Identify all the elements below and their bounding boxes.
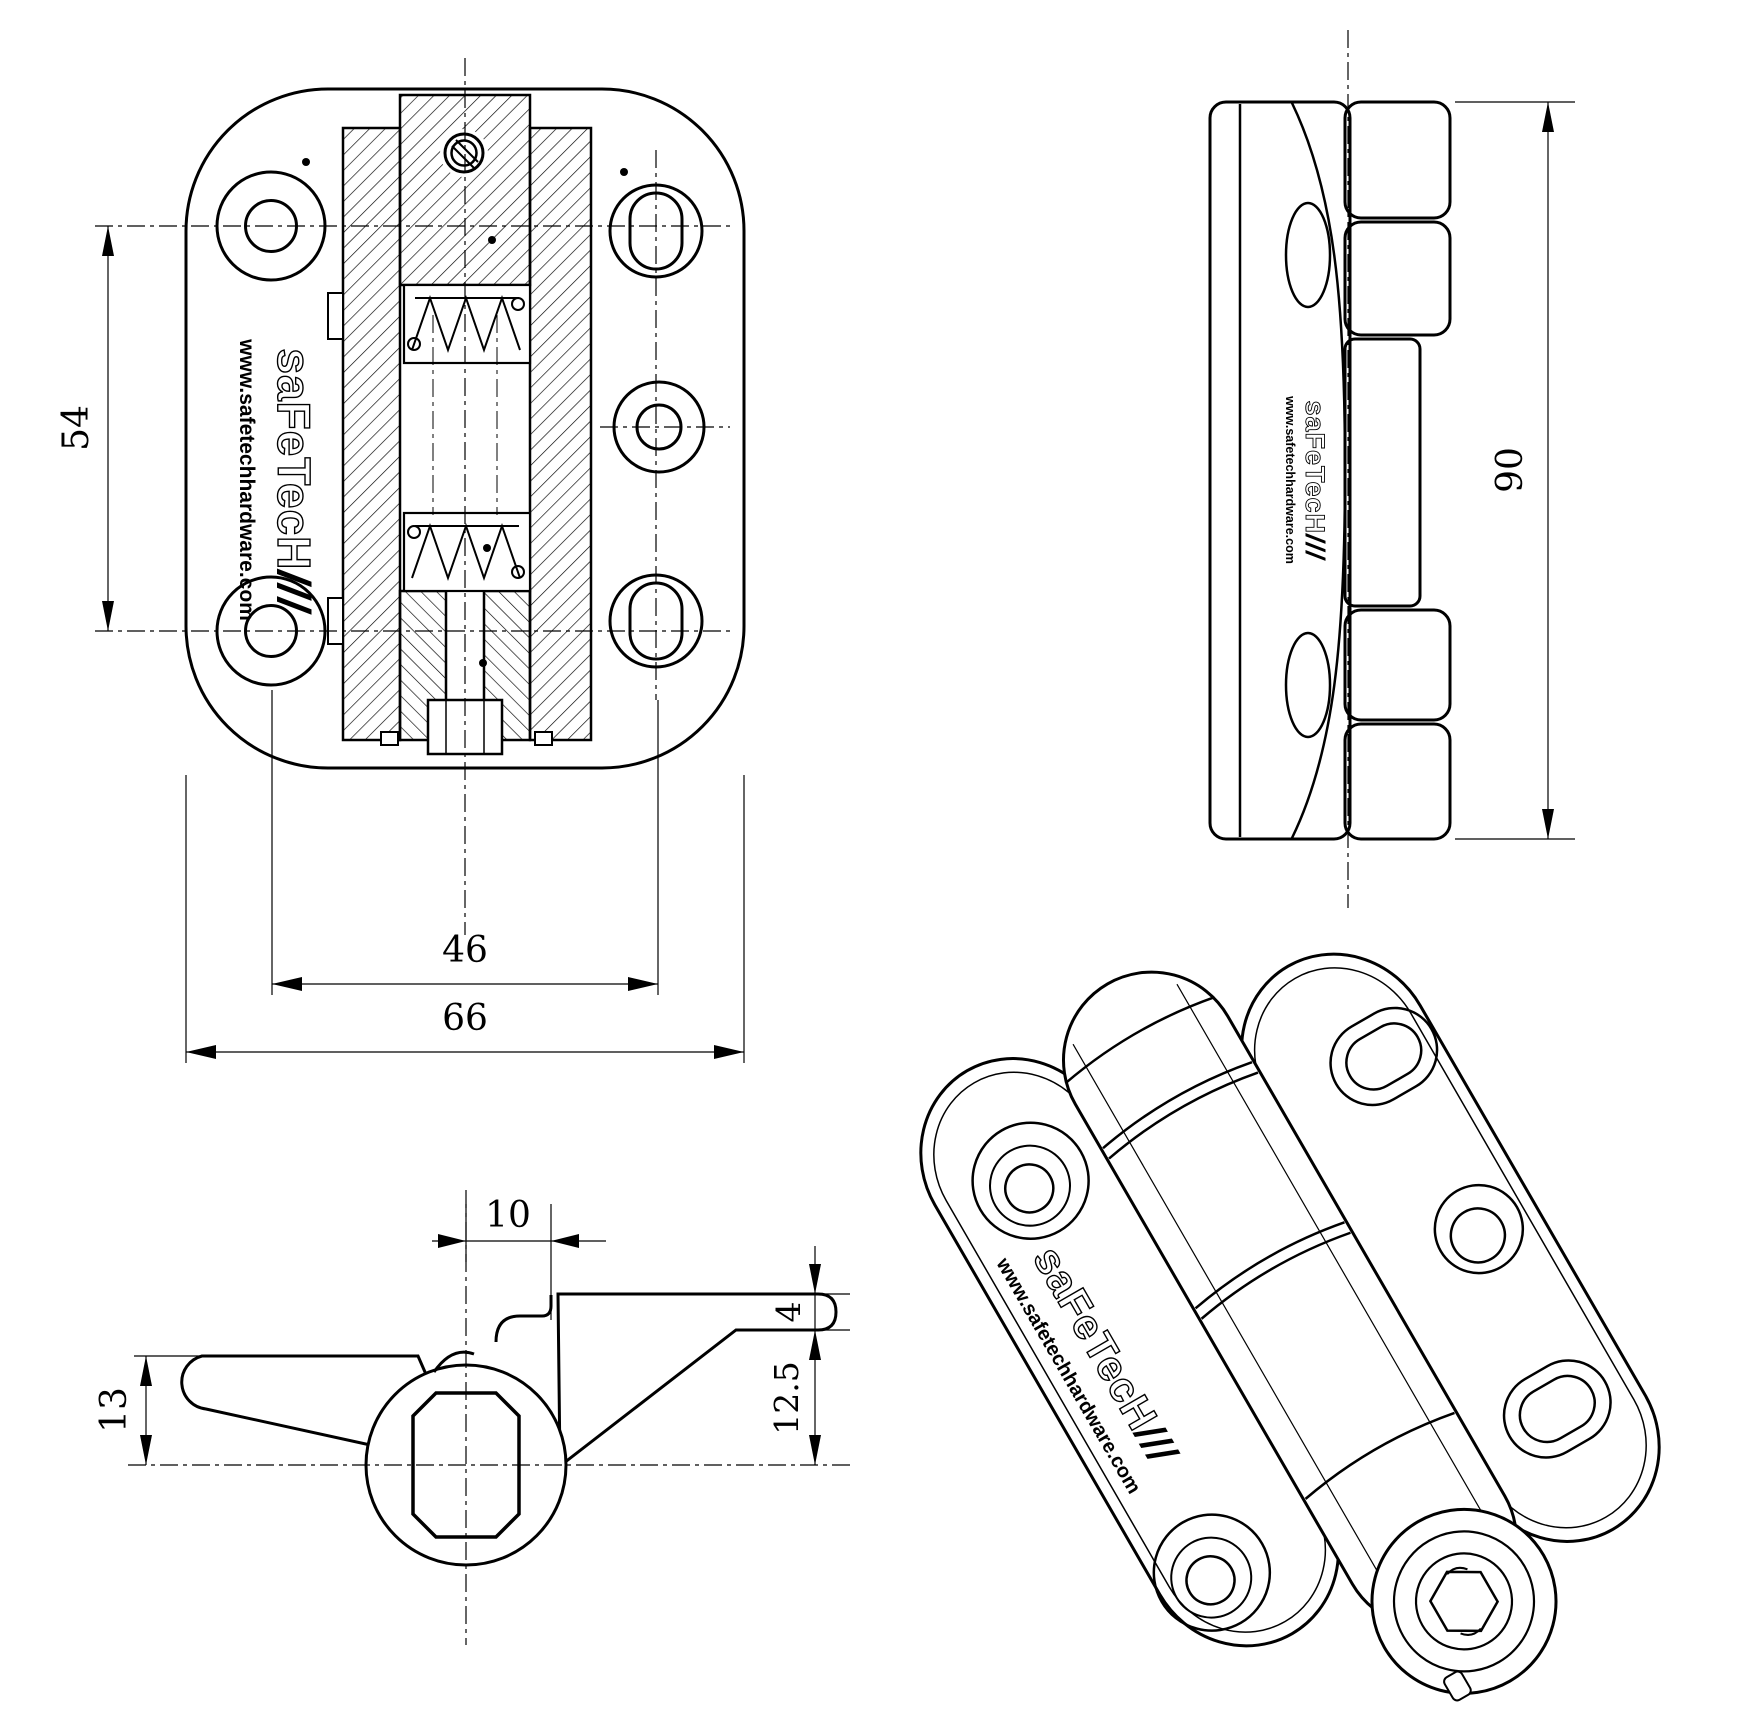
svg-text:saFeTecH///: saFeTecH/// (1300, 400, 1330, 561)
iso-hole-left-b (1152, 1513, 1272, 1632)
side-view: 90 saFeTecH/// www.safetechhardware.com (1208, 30, 1575, 908)
brand-logo-side: saFeTecH/// www.safetechhardware.com (1283, 395, 1330, 564)
iso-slot-right-b (1502, 1359, 1612, 1459)
svg-text:saFeTecH///: saFeTecH/// (268, 348, 320, 614)
adjuster-screw-top (440, 129, 488, 177)
brand-website-side: www.safetechhardware.com (1283, 395, 1297, 564)
dimension-12_5-label: 12.5 (767, 1361, 806, 1434)
dimension-13 (134, 1355, 200, 1465)
hub-top-bump (432, 1350, 475, 1373)
brand-logo-slashes: /// (268, 568, 320, 615)
spring-upper (402, 283, 532, 365)
spring-lower (402, 511, 532, 593)
hub-notch (494, 1295, 553, 1343)
dimension-66-label: 66 (442, 998, 488, 1039)
brand-logo-text-side: saFeTecH (1300, 400, 1330, 534)
dimension-90 (1455, 101, 1575, 840)
front-section-view: 54 46 66 saFeTecH/// www.safetechhardwar… (56, 58, 746, 1063)
brand-website-front: www.safetechhardware.com (235, 338, 258, 621)
brand-logo-front: saFeTecH/// www.safetechhardware.com (235, 338, 321, 621)
section-hatching (327, 93, 593, 746)
dimension-66 (185, 775, 745, 1063)
punch-marks (302, 158, 628, 667)
side-knuckles (1343, 100, 1452, 841)
dimension-4-and-12_5 (780, 1246, 850, 1465)
dimension-13-label: 13 (94, 1387, 135, 1433)
side-hole-lower (1284, 631, 1332, 739)
iso-hole-left-a (971, 1121, 1090, 1240)
dimension-90-label: 90 (1490, 447, 1531, 493)
iso-slot-right-a (1329, 1006, 1439, 1107)
iso-end-cap-adjuster (1370, 1507, 1558, 1702)
dimension-46-label: 46 (442, 930, 488, 971)
front-centerlines (95, 58, 735, 935)
iso-hole-right (1433, 1183, 1525, 1275)
dimension-10 (432, 1204, 606, 1320)
iso-barrel-segments (1064, 983, 1498, 1599)
isometric-view: saFeTecH/// www.safetechhardware.com (919, 952, 1661, 1702)
dimension-46 (271, 690, 659, 995)
profile-centerlines (128, 1190, 850, 1645)
side-hole-upper (1284, 201, 1332, 309)
dimension-10-label: 10 (485, 1195, 531, 1236)
brand-logo-text: saFeTecH (268, 348, 320, 570)
dimension-4-label: 4 (769, 1302, 808, 1323)
bottom-profile-view: 10 13 4 12.5 (94, 1190, 850, 1645)
side-body-outline (1208, 100, 1352, 841)
dimension-54-label: 54 (56, 405, 97, 451)
dimension-54 (102, 226, 114, 631)
octagon-socket (411, 1391, 521, 1539)
